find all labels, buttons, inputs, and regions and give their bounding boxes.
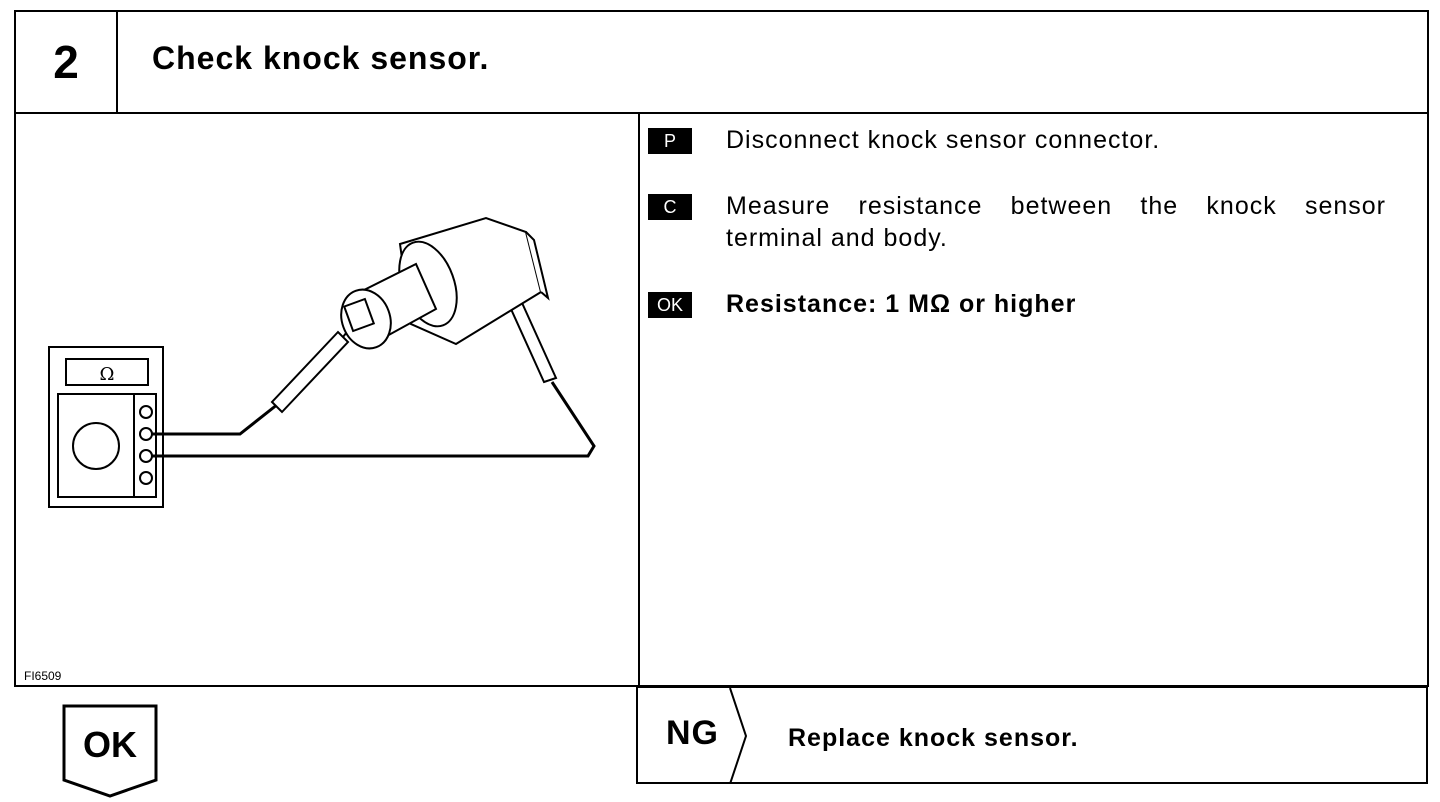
ohmmeter-icon — [48, 346, 164, 508]
ng-action: Replace knock sensor. — [788, 724, 1079, 752]
ok-label: OK — [83, 724, 137, 765]
instruction-text: Disconnect knock sensor connector. — [726, 126, 1161, 154]
check-step-frame: 2 Check knock sensor. Ω — [14, 10, 1429, 687]
figure-id: FI6509 — [24, 669, 62, 683]
ohm-symbol: Ω — [100, 364, 115, 385]
ng-label: NG — [666, 714, 719, 752]
prep-badge: P — [648, 128, 692, 154]
test-leads — [152, 381, 596, 458]
knock-sensor-icon — [340, 216, 550, 350]
ok-badge: OK — [648, 292, 692, 318]
check-badge: C — [648, 194, 692, 220]
instruction-text: Measure resistance between the knock sen… — [726, 192, 1386, 252]
ok-criterion: Resistance: 1 MΩ or higher — [726, 290, 1077, 318]
step-title: Check knock sensor. — [152, 40, 490, 76]
ok-arrow-icon — [62, 704, 158, 798]
header-divider — [116, 12, 118, 112]
header-rule — [16, 112, 1427, 114]
ng-arrow-icon — [729, 688, 748, 784]
step-number: 2 — [53, 36, 79, 88]
column-divider — [638, 112, 640, 687]
ng-result-box: NG Replace knock sensor. — [636, 686, 1428, 784]
ohmmeter-sensor-illustration: Ω — [48, 216, 596, 508]
figure-panel: Ω — [16, 114, 638, 687]
